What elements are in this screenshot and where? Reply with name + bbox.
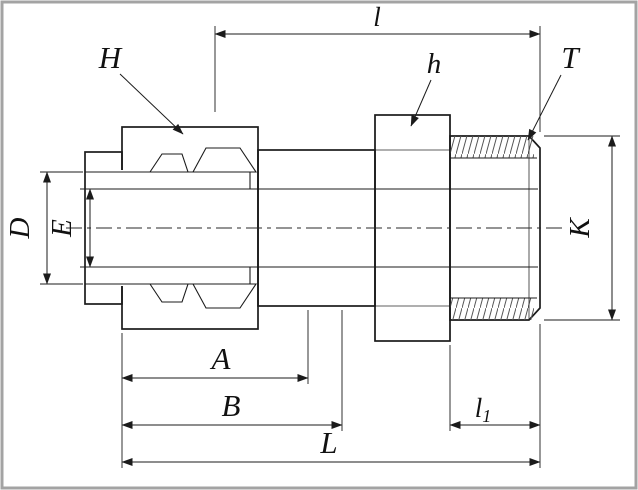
thread-hatch-top [450, 136, 534, 158]
dim-label-B: B [222, 388, 241, 423]
front-ferrule-bottom [192, 283, 258, 309]
dim-label-l1: l1 [475, 393, 492, 426]
leader-T [527, 74, 562, 141]
back-ferrule-bottom [148, 283, 189, 303]
back-ferrule-top [148, 153, 189, 173]
leader-H [119, 73, 184, 135]
dim-label-H: H [98, 40, 123, 75]
ferrule-set [148, 147, 258, 309]
leader-h [410, 79, 432, 127]
dim-label-T: T [561, 40, 581, 75]
dim-label-E: E [46, 219, 78, 238]
dim-label-l1-base: l [475, 393, 483, 423]
thread-hatch-bottom [450, 298, 534, 320]
dim-label-L: L [319, 425, 337, 460]
dim-label-h: h [427, 48, 442, 80]
dim-label-D: D [4, 217, 36, 239]
dim-label-K: K [564, 217, 596, 239]
dim-label-l: l [373, 2, 381, 32]
dim-label-A: A [210, 341, 232, 376]
dimensions: l H h T D E K A B [4, 2, 620, 468]
front-ferrule-top [192, 147, 258, 173]
dim-label-l1-subscript: 1 [482, 406, 491, 426]
